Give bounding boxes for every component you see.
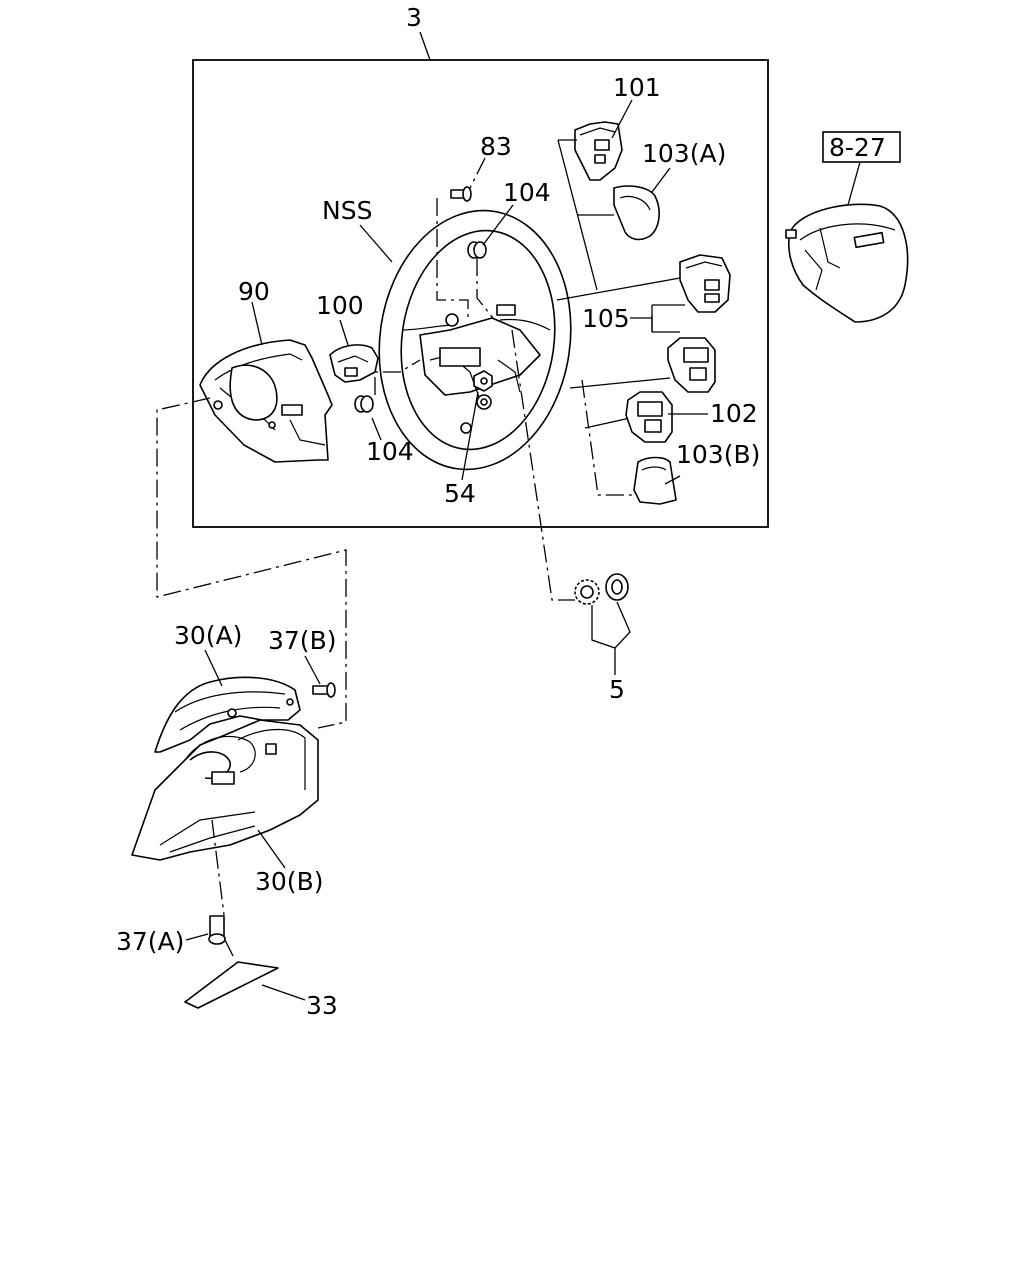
callout-83: 83: [480, 132, 512, 161]
cover-103a: [613, 185, 660, 241]
switch-100: [329, 344, 379, 383]
callout-37a: 37(A): [116, 927, 184, 956]
nut-54: [473, 370, 493, 392]
callout-30b: 30(B): [255, 867, 323, 896]
cover-90: [199, 339, 333, 463]
airbag-module: [785, 203, 909, 323]
screw-37a: [208, 915, 226, 945]
callout-104-bottom: 104: [366, 437, 414, 466]
callout-101: 101: [613, 73, 661, 102]
bolt-104-top: [467, 241, 487, 259]
cover-103b: [633, 456, 677, 505]
screw-37b: [312, 682, 336, 698]
callout-103a: 103(A): [642, 139, 726, 168]
callout-33: 33: [306, 991, 338, 1020]
callout-102: 102: [710, 399, 758, 428]
switch-102: [625, 391, 673, 443]
callout-ref[interactable]: 8-27: [829, 133, 886, 162]
callout-54: 54: [444, 479, 476, 508]
callout-103b: 103(B): [676, 440, 760, 469]
callout-assembly: 3: [406, 3, 422, 32]
cover-strip-33: [184, 961, 279, 1009]
ref-box[interactable]: [822, 131, 901, 163]
callout-5: 5: [609, 675, 625, 704]
callout-104-top: 104: [503, 178, 551, 207]
callout-37b: 37(B): [268, 626, 336, 655]
switch-101: [574, 121, 623, 181]
assembly-leader: [419, 31, 431, 61]
switch-105-upper: [679, 254, 731, 313]
column-cover-30b: [131, 719, 319, 861]
column-cover-30a: [154, 676, 301, 753]
callout-90: 90: [238, 277, 270, 306]
assembly-frame: [192, 59, 769, 528]
callout-30a: 30(A): [174, 621, 242, 650]
switch-105-lower: [667, 337, 716, 393]
callout-105: 105: [582, 304, 630, 333]
bolt-104-bottom: [354, 395, 374, 413]
callout-nss: NSS: [322, 196, 372, 225]
washer-nut-5: [574, 573, 629, 605]
screw-83: [450, 186, 472, 202]
callout-100: 100: [316, 291, 364, 320]
